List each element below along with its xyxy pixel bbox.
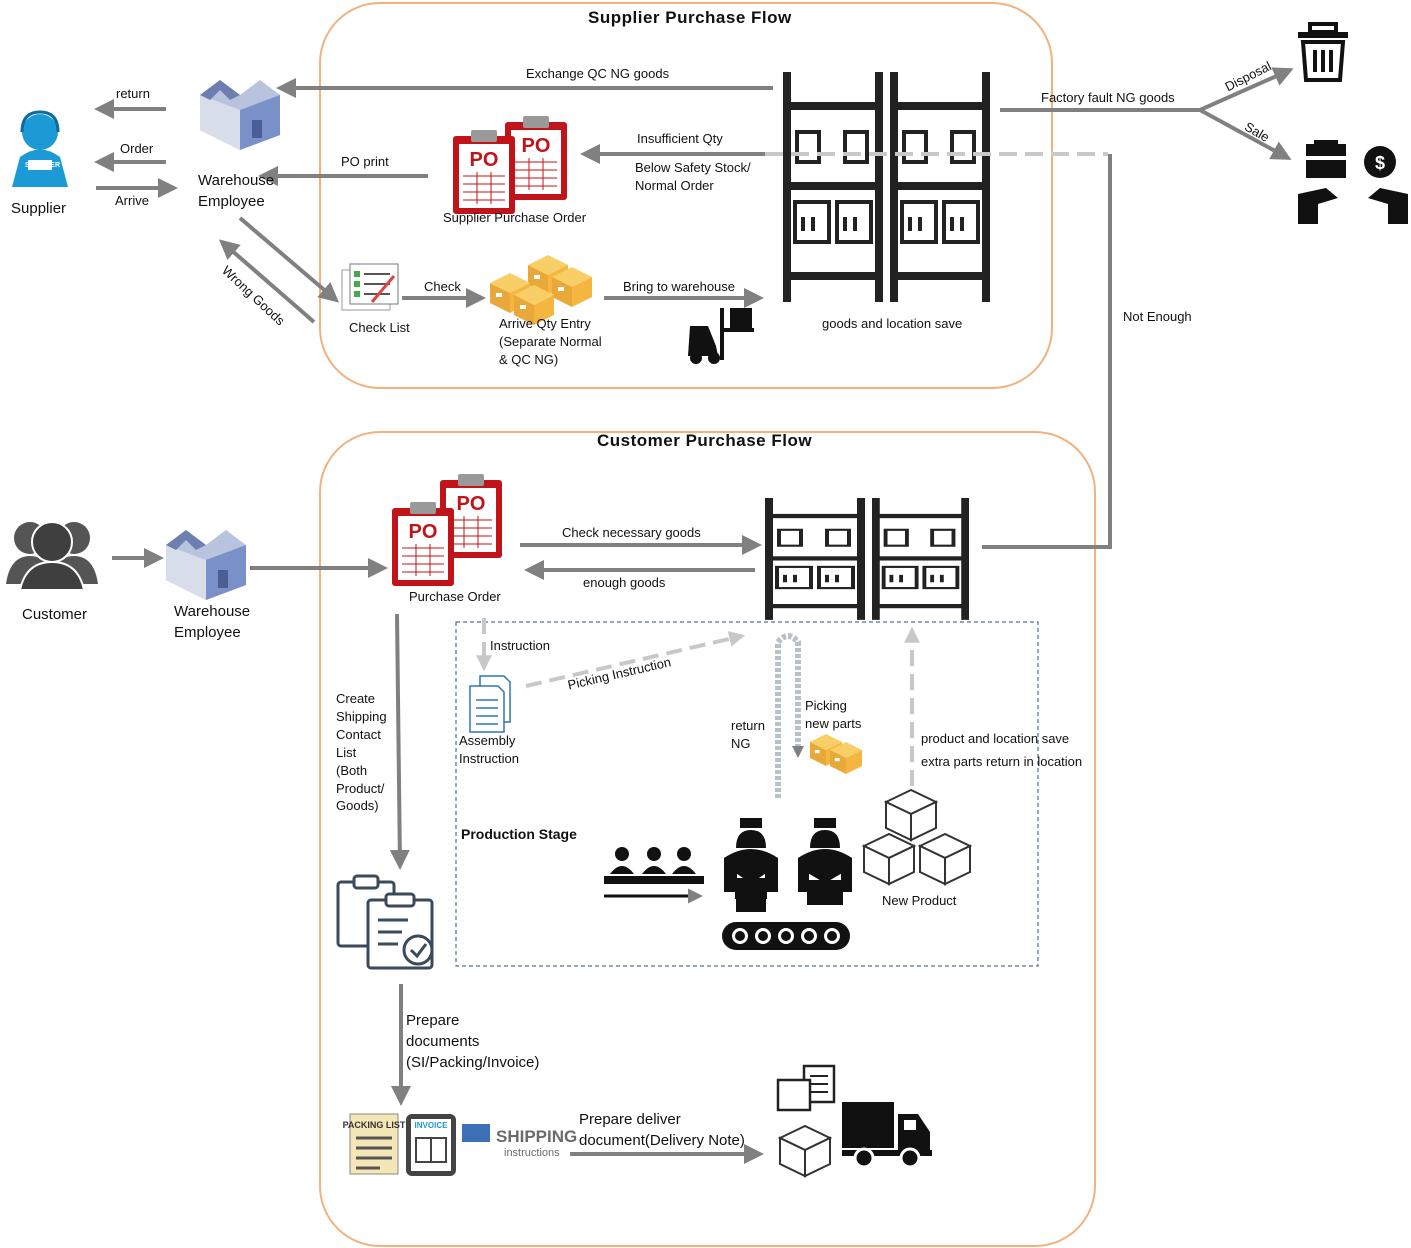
picking-new-parts-label: Picking	[805, 698, 847, 713]
check-list-label: Check List	[349, 320, 410, 335]
product-location-save-label: product and location save	[921, 731, 1070, 746]
trash-icon	[1298, 22, 1348, 82]
create-shipping-label: Shipping	[336, 709, 387, 724]
arrive-qty-label: & QC NG)	[499, 352, 559, 367]
warehouse-shelf-icon	[763, 496, 867, 622]
warehouse-employee-label: Warehouse	[198, 172, 275, 189]
warehouse-shelf-icon	[781, 70, 885, 304]
customer-label: Customer	[22, 606, 88, 623]
create-shipping-label: Contact	[336, 727, 381, 742]
prepare-delivery-label: document(Delivery Note)	[579, 1132, 745, 1149]
return-ng-loop	[775, 633, 804, 798]
arrive-qty-label: (Separate Normal	[499, 334, 602, 349]
prepare-documents-label: Prepare	[406, 1012, 460, 1029]
supplier-flow-frame	[319, 2, 1053, 389]
new-product-label: New Product	[882, 893, 957, 908]
box-icon	[863, 789, 971, 885]
prepare-documents-label: (SI/Packing/Invoice)	[406, 1054, 540, 1071]
return-ng-label: NG	[731, 736, 751, 751]
normal-order-label: Normal Order	[635, 178, 714, 193]
production-stage-label: Production Stage	[461, 826, 577, 842]
customer-group-icon	[6, 521, 98, 591]
insufficient-qty-label: Insufficient Qty	[637, 131, 723, 146]
arrive-qty-label: Arrive Qty Entry	[499, 316, 591, 331]
production-stage-frame	[455, 621, 1039, 967]
factory-fault-label: Factory fault NG goods	[1041, 90, 1175, 105]
not-enough-label: Not Enough	[1123, 309, 1192, 324]
picking-new-parts-label: new parts	[805, 716, 862, 731]
assembly-instruction-label: Assembly	[459, 733, 516, 748]
warehouse-building-icon	[166, 530, 246, 600]
arrive-label: Arrive	[115, 193, 149, 208]
shipping-instructions-icon: SHIPPING instructions	[462, 1124, 577, 1159]
supplier-label: Supplier	[11, 200, 67, 217]
forklift-icon	[688, 308, 754, 364]
worker-icon	[724, 818, 778, 912]
invoice-icon: INVOICE	[406, 1114, 456, 1176]
customer-flow-title: Customer Purchase Flow	[597, 431, 813, 450]
customer-dashed-arrows	[476, 618, 920, 786]
worker-icon	[798, 818, 852, 905]
warehouse-building-icon	[200, 80, 280, 150]
enough-goods-label: enough goods	[583, 575, 666, 590]
purchase-order-label: Purchase Order	[409, 589, 501, 604]
worker-icon	[604, 847, 704, 904]
customer-arrows	[112, 535, 764, 1164]
supplier-arrows	[94, 67, 1294, 549]
warehouse-employee-label: Employee	[198, 193, 265, 210]
po-clipboard-icon	[452, 129, 516, 215]
svg-text:$: $	[1375, 153, 1385, 173]
supplier-icon	[12, 110, 68, 187]
checklist-icon	[341, 263, 399, 311]
po-print-label: PO print	[341, 154, 389, 169]
warehouse-employee-label: Employee	[174, 624, 241, 641]
below-safety-label: Below Safety Stock/	[635, 160, 751, 175]
warehouse-shelf-icon	[888, 70, 992, 304]
shipping-word: SHIPPING	[496, 1127, 577, 1146]
packing-list-label: PACKING LIST	[343, 1120, 406, 1130]
prepare-delivery-label: Prepare deliver	[579, 1111, 681, 1128]
prepare-documents-label: documents	[406, 1033, 480, 1050]
document-icon	[469, 675, 511, 733]
goods-location-save-label: goods and location save	[822, 316, 963, 331]
instructions-word: instructions	[504, 1147, 560, 1159]
bring-to-warehouse-label: Bring to warehouse	[623, 279, 736, 294]
delivery-box-icon	[776, 1064, 836, 1177]
return-label: return	[116, 86, 150, 101]
sale-exchange-icon: $	[1298, 140, 1408, 224]
check-label: Check	[424, 279, 461, 294]
order-label: Order	[120, 141, 154, 156]
po-clipboard-icon	[391, 501, 455, 587]
create-shipping-label: Product/	[336, 781, 385, 796]
supplier-po-label: Supplier Purchase Order	[443, 210, 587, 225]
assembly-instruction-label: Instruction	[459, 751, 519, 766]
return-ng-label: return	[731, 718, 765, 733]
conveyor-icon	[722, 922, 850, 950]
instruction-label: Instruction	[490, 638, 550, 653]
warehouse-shelf-icon	[870, 496, 971, 622]
invoice-label: INVOICE	[415, 1121, 449, 1130]
exchange-qc-label: Exchange QC NG goods	[526, 66, 670, 81]
extra-parts-return-label: extra parts return in location	[921, 754, 1083, 769]
warehouse-employee-label: Warehouse	[174, 603, 251, 620]
create-shipping-label: (Both	[336, 763, 368, 778]
check-necessary-label: Check necessary goods	[562, 525, 701, 540]
packing-list-icon: PACKING LIST	[343, 1113, 406, 1175]
customer-flow-frame	[319, 431, 1096, 1247]
supplier-flow-title: Supplier Purchase Flow	[588, 8, 792, 27]
create-shipping-label: Goods)	[336, 798, 379, 813]
truck-icon	[842, 1102, 932, 1169]
supplier-badge: SUPPLIER	[25, 162, 61, 169]
create-shipping-label: Create	[336, 691, 376, 706]
boxes-icon	[810, 734, 862, 774]
create-shipping-label: List	[336, 745, 357, 760]
clipboard-check-icon	[336, 874, 434, 970]
